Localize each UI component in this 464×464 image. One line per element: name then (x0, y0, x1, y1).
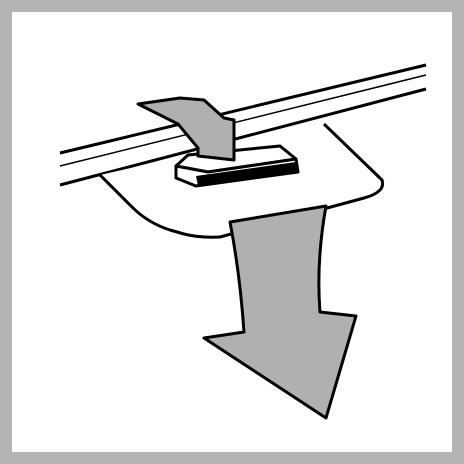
latch-button (174, 144, 300, 188)
rail-inner-edge (59, 74, 427, 167)
press-down-arrow-icon (136, 96, 236, 162)
mounting-rail (59, 63, 427, 187)
latch-button-edge (196, 162, 298, 186)
release-curved-arrow-icon (202, 204, 358, 420)
